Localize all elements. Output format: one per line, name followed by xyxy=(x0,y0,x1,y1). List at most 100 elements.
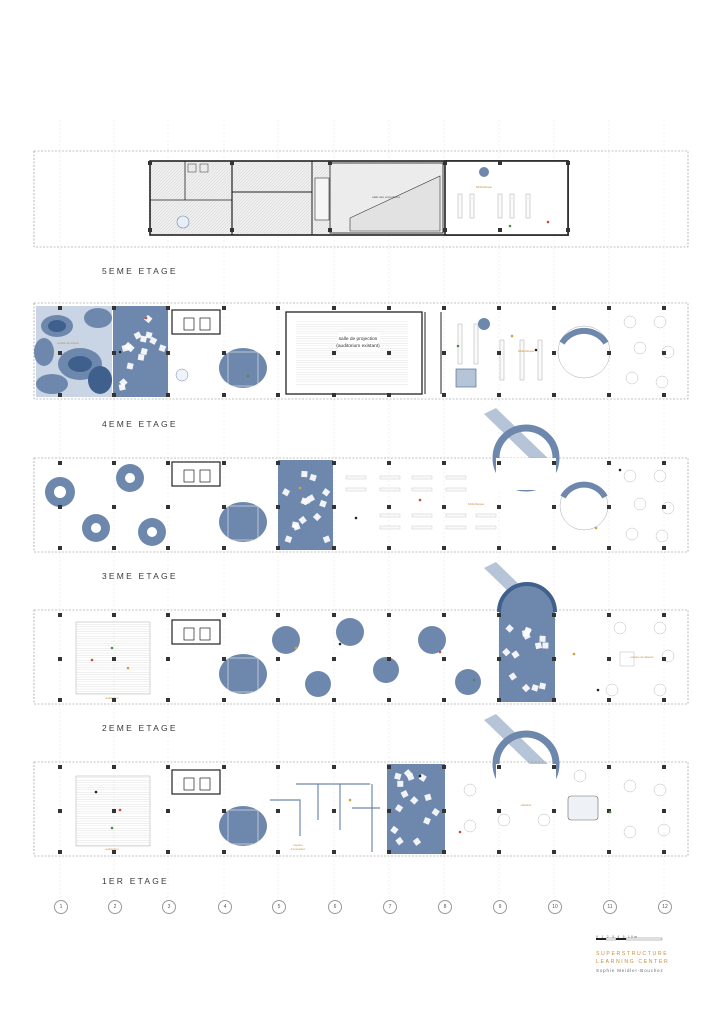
column xyxy=(552,351,556,355)
column xyxy=(276,461,280,465)
axis-label: 1 xyxy=(54,900,68,914)
table-mark xyxy=(508,672,517,681)
column xyxy=(442,351,446,355)
column xyxy=(497,505,501,509)
column xyxy=(332,765,336,769)
column xyxy=(222,698,226,702)
column xyxy=(332,393,336,397)
person-figure xyxy=(596,688,600,692)
column xyxy=(552,546,556,550)
floor-label-1: 1ER ETAGE xyxy=(102,876,169,886)
column xyxy=(222,765,226,769)
structural-columns xyxy=(58,161,666,854)
column xyxy=(387,393,391,397)
column xyxy=(387,613,391,617)
column xyxy=(58,351,62,355)
column xyxy=(387,546,391,550)
project-title-line-1: SUPERSTRUCTURE xyxy=(596,951,669,957)
table-mark xyxy=(281,488,291,497)
column xyxy=(607,809,611,813)
column xyxy=(497,613,501,617)
axis-label: 5 xyxy=(272,900,286,914)
person-figure xyxy=(90,658,94,662)
column xyxy=(566,228,570,232)
floor-label-4: 4EME ETAGE xyxy=(102,419,178,429)
room-label: auditorium xyxy=(105,847,119,851)
column xyxy=(607,505,611,509)
person-figure xyxy=(348,798,352,802)
person-figure xyxy=(94,790,98,794)
project-title-line-2: LEARNING CENTER xyxy=(596,959,670,965)
room-label: d'exposition xyxy=(291,847,306,851)
table-mark xyxy=(424,793,432,802)
room-label: bibliothèque xyxy=(518,349,535,353)
scale-bar xyxy=(596,937,663,941)
room-label: cafétéria xyxy=(521,803,532,807)
column xyxy=(662,809,666,813)
column xyxy=(222,393,226,397)
table-mark xyxy=(126,362,134,370)
column xyxy=(607,698,611,702)
column xyxy=(58,461,62,465)
column xyxy=(276,657,280,661)
table-mark xyxy=(123,341,133,351)
floor-plan-1: cafétéria auditorium espace d'exposition xyxy=(33,714,689,857)
column xyxy=(112,809,116,813)
room-label: espace de lecture xyxy=(57,341,80,345)
table-mark xyxy=(321,488,331,497)
column xyxy=(332,546,336,550)
table-mark xyxy=(409,796,419,805)
title-block: SUPERSTRUCTURE LEARNING CENTER Sophie Me… xyxy=(596,950,716,975)
axis-label: 10 xyxy=(548,900,562,914)
person-figure xyxy=(118,808,122,812)
column xyxy=(222,306,226,310)
column xyxy=(332,505,336,509)
column xyxy=(497,546,501,550)
table-mark xyxy=(538,682,547,690)
column xyxy=(332,306,336,310)
table-mark xyxy=(395,836,404,846)
column xyxy=(166,393,170,397)
column xyxy=(332,809,336,813)
table-mark xyxy=(431,808,440,817)
table-mark xyxy=(139,335,148,343)
column xyxy=(497,657,501,661)
floor-label-5: 5EME ETAGE xyxy=(102,266,178,276)
column xyxy=(58,698,62,702)
column xyxy=(276,546,280,550)
column xyxy=(497,351,501,355)
column xyxy=(222,613,226,617)
table-mark xyxy=(403,769,413,778)
column xyxy=(112,351,116,355)
column xyxy=(498,228,502,232)
floor-plan-5: bibliothèque salle des expositions xyxy=(33,150,689,248)
axis-label: 4 xyxy=(218,900,232,914)
table-mark xyxy=(292,522,301,531)
column xyxy=(552,850,556,854)
column xyxy=(328,161,332,165)
column xyxy=(387,698,391,702)
column xyxy=(442,461,446,465)
column xyxy=(166,698,170,702)
room-label: bibliothèque xyxy=(476,185,493,189)
column xyxy=(222,809,226,813)
column xyxy=(607,546,611,550)
floor-plan-2: auditorium espace de détente xyxy=(33,562,689,705)
column xyxy=(58,546,62,550)
column xyxy=(166,461,170,465)
column xyxy=(112,306,116,310)
column xyxy=(276,306,280,310)
column xyxy=(166,657,170,661)
column xyxy=(166,351,170,355)
column xyxy=(552,809,556,813)
column xyxy=(662,613,666,617)
person-figure xyxy=(508,224,512,228)
column xyxy=(58,505,62,509)
column xyxy=(662,657,666,661)
column xyxy=(276,809,280,813)
table-mark xyxy=(284,535,293,544)
person-figure xyxy=(298,486,302,490)
column xyxy=(497,850,501,854)
column xyxy=(497,461,501,465)
